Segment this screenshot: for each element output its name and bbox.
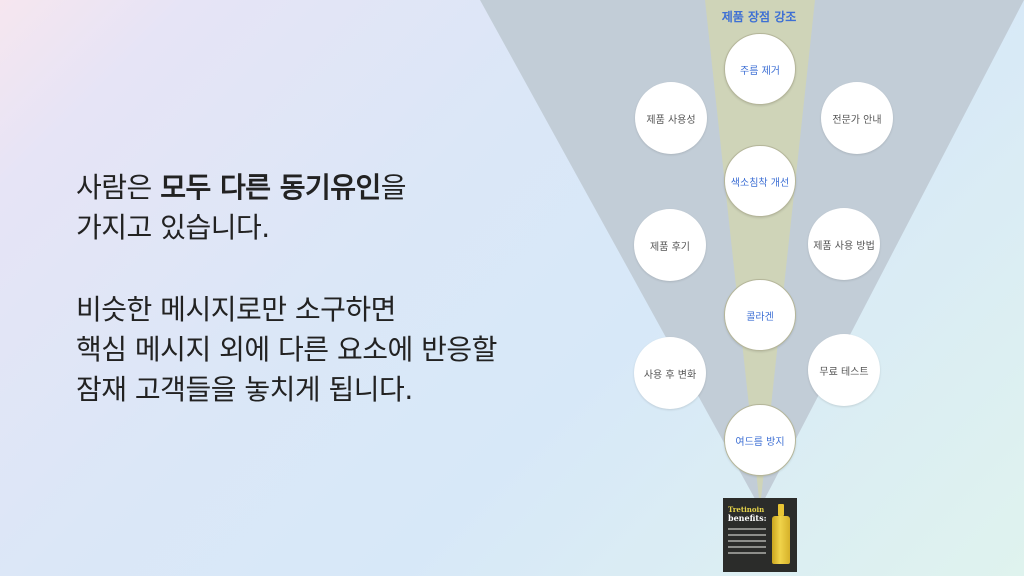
product-image: Tretinoin benefits: bbox=[723, 498, 797, 572]
node-reviews: 제품 후기 bbox=[634, 209, 706, 281]
headline-line-1: 사람은 모두 다른 동기유인을 bbox=[76, 168, 576, 208]
product-benefit-list bbox=[728, 528, 766, 558]
node-how-to-use: 제품 사용 방법 bbox=[808, 208, 880, 280]
benefit-node-wrinkle: 주름 제거 bbox=[724, 33, 796, 105]
benefit-node-acne: 여드름 방지 bbox=[724, 404, 796, 476]
body-line-1: 비슷한 메시지로만 소구하면 bbox=[76, 293, 396, 326]
node-free-test: 무료 테스트 bbox=[808, 334, 880, 406]
bottle-cap bbox=[778, 504, 784, 516]
benefit-node-pigmentation: 색소침착 개선 bbox=[724, 145, 796, 217]
body-line-3: 잠재 고객들을 놓치게 됩니다. bbox=[76, 373, 413, 406]
headline-emphasis: 모두 다른 동기유인 bbox=[160, 171, 381, 204]
node-expert-guide: 전문가 안내 bbox=[821, 82, 893, 154]
headline-line-2: 가지고 있습니다. bbox=[76, 211, 270, 244]
headline-line-1-suffix: 을 bbox=[380, 171, 407, 204]
highlight-strip bbox=[705, 0, 815, 508]
product-title-line-1: Tretinoin bbox=[728, 505, 765, 514]
node-usability: 제품 사용성 bbox=[635, 82, 707, 154]
body-line-2: 핵심 메시지 외에 다른 요소에 반응할 bbox=[76, 333, 497, 366]
strip-title: 제품 장점 강조 bbox=[721, 10, 797, 24]
headline-text: 사람은 모두 다른 동기유인을 가지고 있습니다. 비슷한 메시지로만 소구하면… bbox=[76, 168, 576, 410]
product-title: Tretinoin benefits: bbox=[728, 505, 776, 523]
product-title-line-2: benefits: bbox=[728, 513, 767, 523]
funnel-diagram: 제품 장점 강조 주름 제거 색소침착 개선 콜라겐 여드름 방지 제품 사용성… bbox=[480, 0, 1024, 576]
node-before-after: 사용 후 변화 bbox=[634, 337, 706, 409]
serum-bottle-icon bbox=[772, 516, 790, 564]
headline-line-1-prefix: 사람은 bbox=[76, 171, 161, 204]
benefit-node-collagen: 콜라겐 bbox=[724, 279, 796, 351]
